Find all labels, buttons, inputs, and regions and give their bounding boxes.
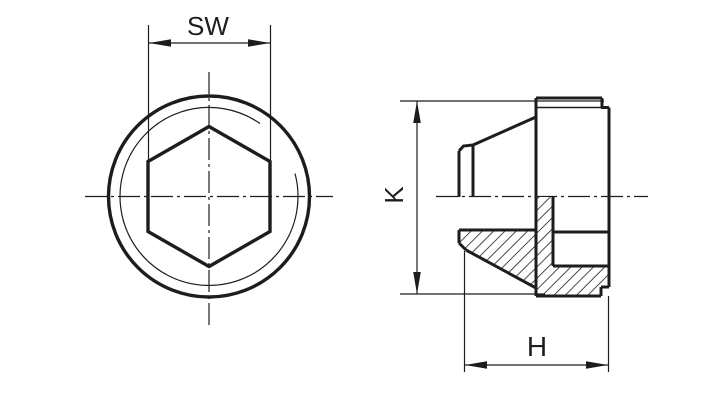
sw-label: SW <box>187 11 229 41</box>
dimension-sw: SW <box>147 11 272 162</box>
h-arrow-right <box>586 361 608 369</box>
dimension-k: K <box>379 100 604 295</box>
k-arrow-top <box>413 101 421 123</box>
sw-arrow-left <box>149 39 171 47</box>
sw-arrow-right <box>248 39 270 47</box>
k-arrow-bottom <box>413 272 421 294</box>
front-boss-chamfer <box>457 143 474 153</box>
front-view <box>85 72 333 325</box>
cone-section-lower <box>465 248 537 290</box>
k-label: K <box>379 186 409 204</box>
section-hatching <box>459 197 609 296</box>
thread-outer-circle <box>106 94 312 299</box>
h-arrow-left <box>465 361 487 369</box>
cone-silhouette-upper <box>472 115 537 147</box>
section-left-chamfer <box>457 241 468 252</box>
thread-root-circle <box>119 106 299 287</box>
dimension-h: H <box>463 251 610 372</box>
side-view <box>436 96 648 298</box>
side-outline-section <box>457 197 609 298</box>
h-label: H <box>527 331 547 362</box>
side-outline-upper <box>457 96 611 296</box>
